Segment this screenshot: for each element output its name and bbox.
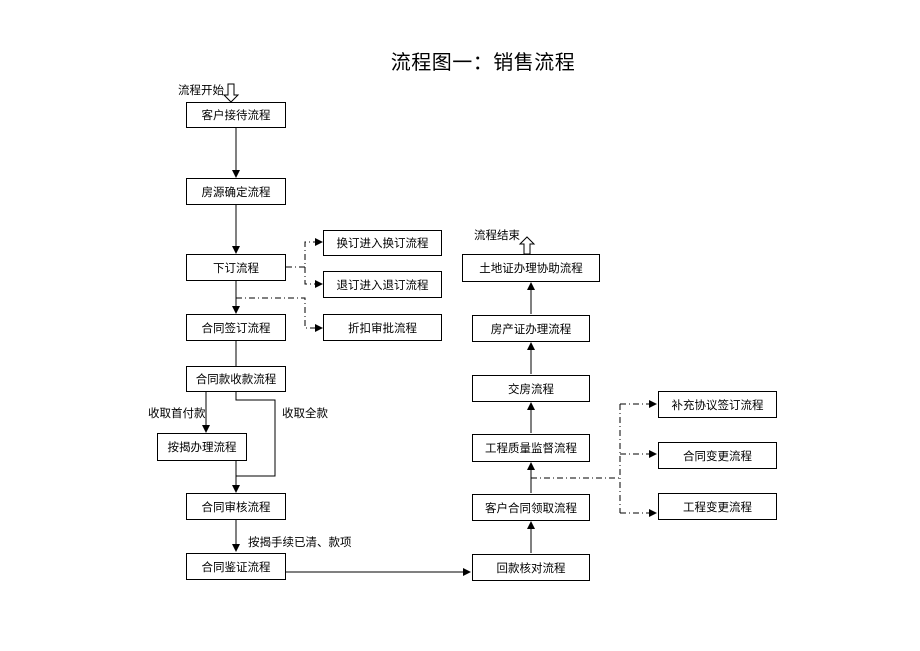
box-supplementary-agreement: 补充协议签订流程 — [658, 391, 777, 418]
box-customer-contract-pickup: 客户合同领取流程 — [472, 494, 590, 521]
box-payment-check: 回款核对流程 — [472, 554, 590, 581]
box-order: 下订流程 — [186, 254, 286, 281]
box-contract-sign: 合同签订流程 — [186, 314, 286, 341]
end-arrow-icon — [518, 236, 536, 255]
arrow-full-payment — [232, 391, 276, 493]
box-handover: 交房流程 — [472, 375, 590, 402]
box-property-cert: 房产证办理流程 — [472, 315, 590, 342]
box-land-cert: 土地证办理协助流程 — [462, 254, 600, 282]
box-contract-payment: 合同款收款流程 — [186, 366, 286, 392]
start-arrow-icon — [222, 83, 240, 103]
box-cancel-order: 退订进入退订流程 — [323, 271, 442, 298]
start-label: 流程开始 — [178, 83, 224, 97]
box-contract-review: 合同审核流程 — [186, 493, 286, 520]
box-customer-reception: 客户接待流程 — [186, 102, 286, 128]
box-mortgage: 按揭办理流程 — [157, 433, 247, 461]
box-engineering-change: 工程变更流程 — [658, 493, 777, 520]
box-discount-approval: 折扣审批流程 — [323, 314, 442, 341]
box-quality-supervision: 工程质量监督流程 — [472, 434, 590, 462]
box-contract-change: 合同变更流程 — [658, 442, 777, 469]
box-housing-confirm: 房源确定流程 — [186, 178, 286, 205]
box-change-order: 换订进入换订流程 — [323, 230, 442, 256]
full-payment-label: 收取全款 — [282, 406, 328, 420]
page-title: 流程图一：销售流程 — [390, 50, 576, 74]
dash-arrow-discount — [236, 297, 323, 332]
dash-arrow-change-order — [286, 238, 323, 268]
first-payment-label: 收取首付款 — [148, 406, 206, 420]
mortgage-note-label: 按揭手续已清、款项 — [248, 535, 352, 549]
dash-arrow-cancel-order — [304, 267, 323, 288]
box-contract-verify: 合同鉴证流程 — [186, 553, 286, 580]
end-label: 流程结束 — [474, 228, 520, 242]
